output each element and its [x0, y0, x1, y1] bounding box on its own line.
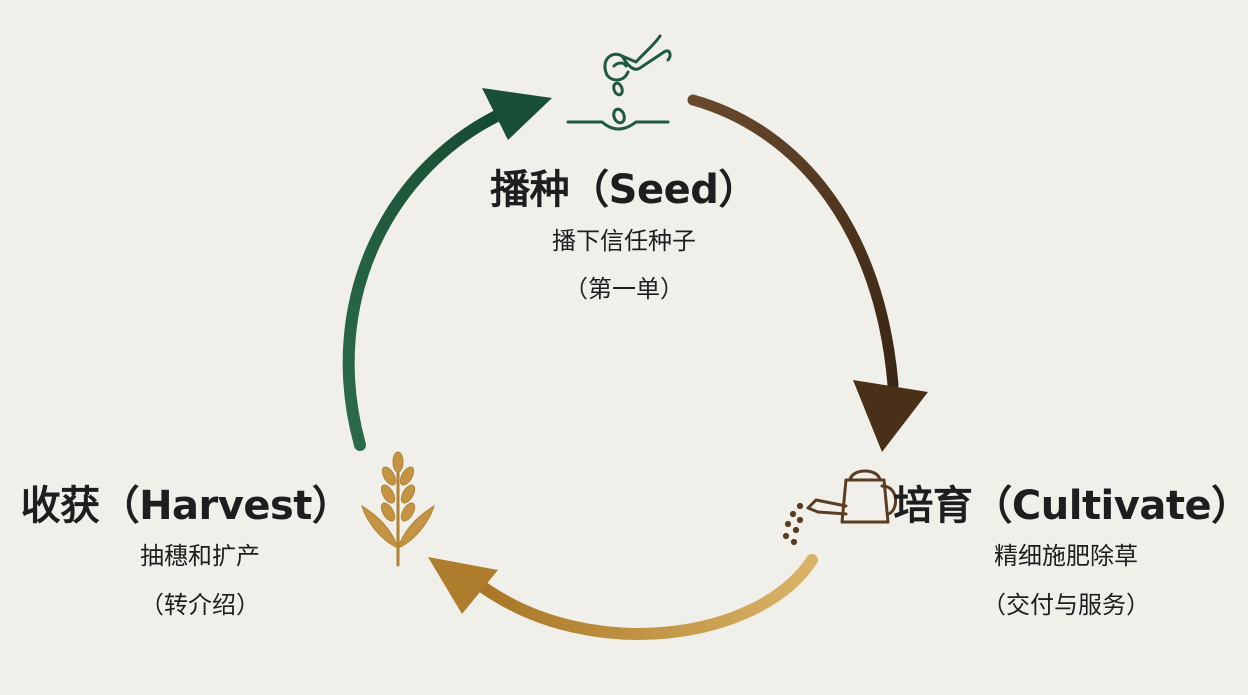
seed-desc-line2: （第一单） [564, 275, 684, 303]
harvest-desc-line1: 抽穗和扩产 [140, 542, 260, 570]
seed-title: 播种（Seed） [490, 167, 758, 213]
cultivate-title: 培育（Cultivate） [893, 483, 1248, 529]
seed-desc-line1: 播下信任种子 [552, 227, 696, 255]
cultivate-desc-line1: 精细施肥除草 [994, 542, 1138, 570]
harvest-title: 收获（Harvest） [20, 483, 352, 529]
cultivate-desc-line2: （交付与服务） [982, 591, 1150, 619]
watering-can-icon [782, 469, 897, 546]
wheat-icon [361, 451, 435, 567]
arrow-seed-to-cultivate [687, 94, 928, 452]
harvest-desc-line2: （转介绍） [140, 591, 260, 619]
seed-planting-icon [566, 34, 672, 131]
arrow-cultivate-to-harvest [428, 554, 818, 640]
arrow-harvest-to-seed [342, 88, 552, 451]
